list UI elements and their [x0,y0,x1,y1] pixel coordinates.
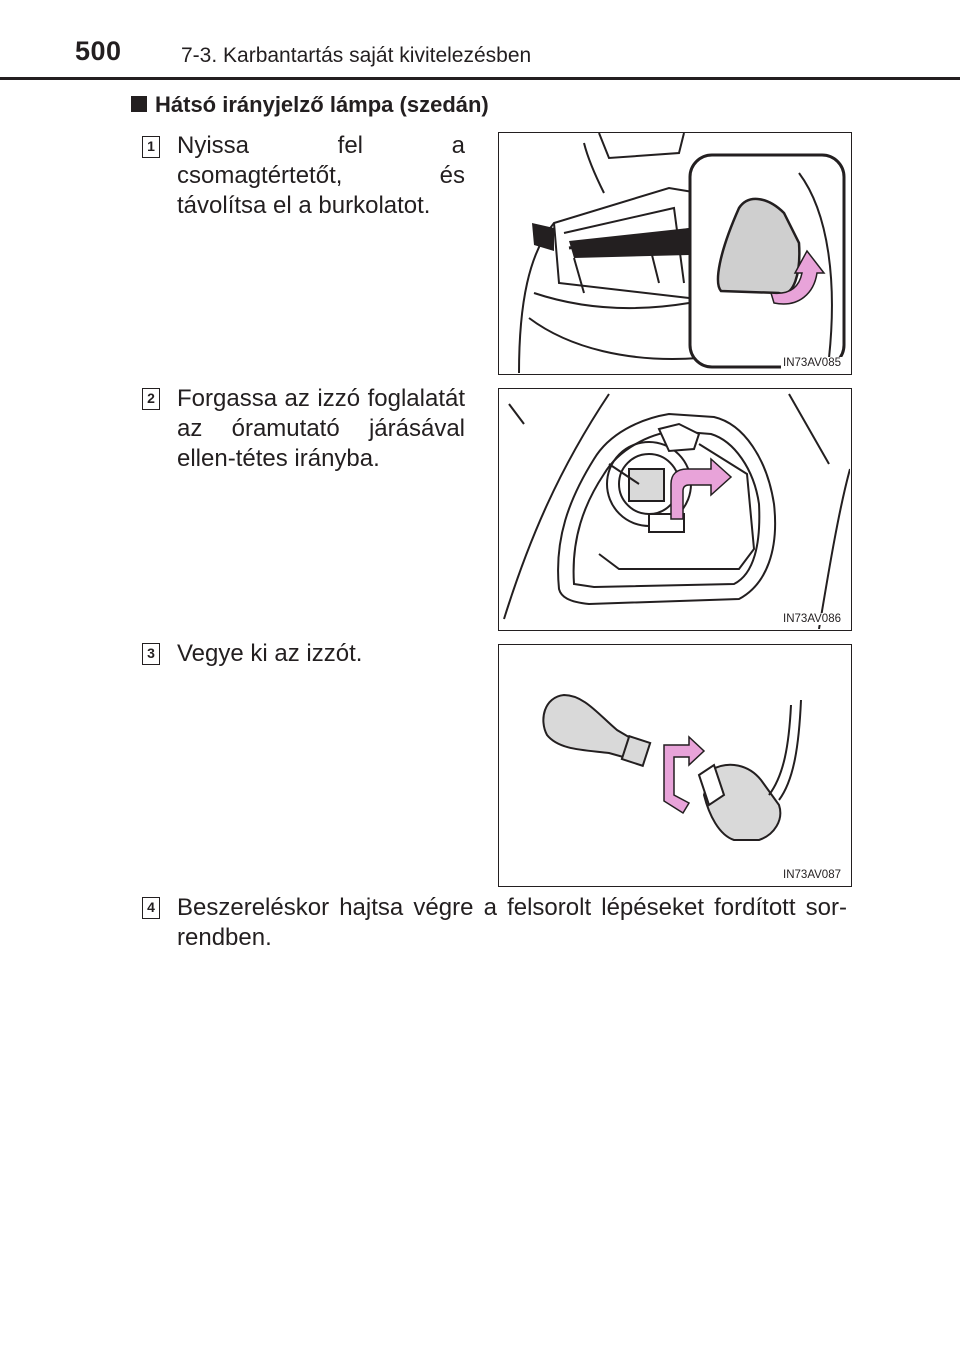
square-bullet-icon [131,96,147,112]
step-number-1: 1 [142,136,160,158]
step-text-1: Nyissa fel a csomagtértetőt, és távolíts… [177,132,465,219]
section-title: 7-3. Karbantartás saját kivitelezésben [181,44,532,67]
figure-code: IN73AV086 [781,613,843,625]
page-header: 500 7-3. Karbantartás saját kivitelezésb… [0,0,960,80]
step-text-2: Forgassa az izzó foglalatát az óramutató… [177,385,465,472]
step-number-4: 4 [142,897,160,919]
figure-remove-bulb: IN73AV087 [498,644,852,887]
step-number-3: 3 [142,643,160,665]
figure-code: IN73AV087 [781,869,843,881]
step-text-3: Vegye ki az izzót. [177,640,363,667]
figure-open-trunk: IN73AV085 [498,132,852,375]
figure-code: IN73AV085 [781,357,843,369]
heading-text: Hátsó irányjelző lámpa (szedán) [155,92,489,117]
trunk-illustration [518,133,846,373]
step-text-4: Beszereléskor hajtsa végre a felsorolt l… [177,894,847,951]
socket-rotation-illustration [503,393,850,629]
step-number-2: 2 [142,388,160,410]
figure-rotate-socket: IN73AV086 [498,388,852,631]
bulb-removal-illustration [542,693,802,841]
section-heading: Hátsó irányjelző lámpa (szedán) [131,92,489,118]
header-divider [0,77,960,80]
page-number: 500 [75,36,122,66]
